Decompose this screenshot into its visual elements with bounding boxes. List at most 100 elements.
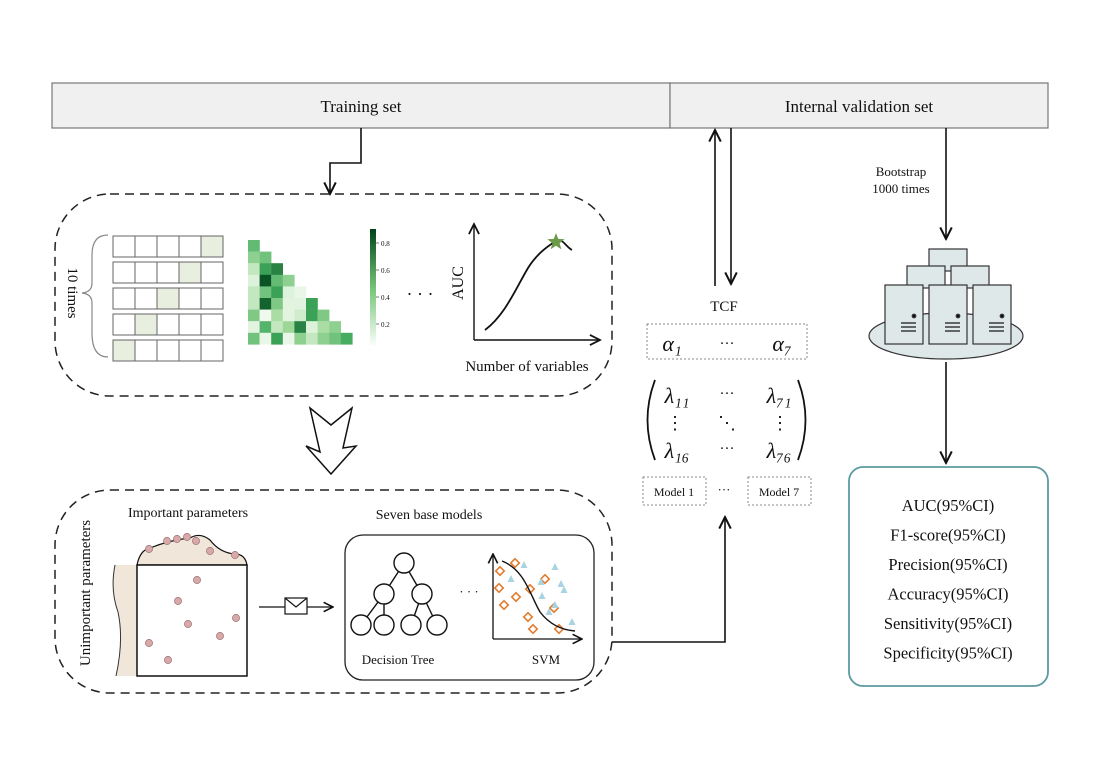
svm-plot [493,554,582,639]
server-cluster-icon [868,248,1024,360]
validation-set-box [669,82,1049,129]
heatmap-cell [271,298,283,310]
model-training-panel [54,489,613,694]
heatmap-cell [248,274,260,287]
svm-decision-boundary [501,560,576,632]
metric-item: Sensitivity(95%CI) [884,614,1012,633]
metric-item: Specificity(95%CI) [883,644,1012,663]
heatmap-cell [282,274,295,287]
cv-fold-cell [134,261,158,284]
cv-fold-cell [200,287,224,310]
heatmap-cell [294,309,307,322]
parameter-point [193,576,201,584]
matrix-vdots-right: ⋮ [771,413,789,433]
cv-fold-cell [112,287,136,310]
heatmap-cell [282,321,295,333]
heatmap-cell [248,263,260,275]
svm-point-class-b [557,580,565,587]
matrix-top-ellipsis: ··· [720,386,735,402]
arrow-training-to-selection [330,128,362,194]
alpha-ellipsis: ··· [720,336,735,352]
heatmap-cell [317,332,330,345]
lambda-76: λ₇₆ [766,438,792,463]
unimportant-parameters-label: Unimportant parameters [78,520,94,666]
metrics-list: AUC(95%CI)F1-score(95%CI)Precision(95%CI… [883,496,1012,663]
heatmap-cell [259,286,272,299]
lambda-16: λ₁₆ [664,438,690,463]
svm-point-class-a [493,582,505,594]
cv-fold-cell [200,261,224,284]
heatmap-cell [259,251,272,264]
heatmap-cell [271,286,283,299]
server-icon [928,284,968,345]
correlation-heatmap [248,240,353,345]
heatmap-cell [282,332,295,345]
cv-fold-cell [178,261,202,284]
heatmap-cell [271,263,283,275]
parameter-point [174,597,182,605]
heatmap-cell [259,274,272,287]
parameter-point [164,656,172,664]
parameter-box [136,564,248,677]
lambda-11: λ₁₁ [664,383,690,408]
heatmap-colorbar [370,229,376,347]
heatmap-cell [271,309,283,322]
svm-point-class-a [494,565,506,577]
heatmap-cell [294,286,307,299]
heatmap-cell [259,298,272,310]
parameter-point [145,545,153,553]
heatmap-cell [317,321,330,333]
cv-fold-cell [134,287,158,310]
heatmap-cell [306,298,318,310]
parameter-point [231,551,239,559]
parameter-point [184,620,192,628]
matrix-ddots: ⋱ [718,413,736,433]
cv-fold-cell [178,313,202,336]
svm-point-class-b [551,601,559,608]
cv-fold-cell [112,313,136,336]
heatmap-cell [248,321,260,333]
decision-tree-label: Decision Tree [362,652,435,667]
lambda-matrix: λ₁₁ ··· λ₇₁ ⋮ ⋱ ⋮ λ₁₆ ··· λ₇₆ [646,379,807,463]
alpha-weights-box [646,323,808,360]
heatmap-cell [248,298,260,310]
important-region [136,534,248,566]
parameter-point [173,535,181,543]
parameter-point [163,537,171,545]
parameter-point [216,632,224,640]
matrix-right-paren [797,379,807,461]
matrix-bottom-ellipsis: ··· [720,441,735,457]
heatmap-cell [248,240,260,252]
server-icon [972,284,1012,345]
bootstrap-label-line2: 1000 times [872,181,929,196]
model-1-label: Model 1 [654,485,694,499]
heatmap-cell [259,263,272,275]
colorbar-ticks: 0.80.60.40.2 [376,240,390,329]
server-icon [884,284,924,345]
svm-label: SVM [532,652,561,667]
matrix-left-paren [646,379,656,461]
cv-fold-cell [134,313,158,336]
arrow-models-to-tcf [612,517,725,643]
auc-curve [484,239,573,331]
parameter-point [206,547,214,555]
alpha-last: α₇ [772,331,791,356]
svm-point-class-b [560,586,568,593]
svm-point-class-a [498,599,510,611]
repeat-label: 10 times [64,267,80,318]
envelope-flap [284,597,308,608]
ellipsis: · · · [407,284,434,304]
dataset-header: Training set Internal validation set [51,82,1049,129]
validation-set-label: Internal validation set [785,97,934,116]
metrics-box [848,466,1049,687]
unimportant-edge [112,564,122,677]
feature-selection-panel [54,193,613,397]
svm-point-class-b [520,561,528,568]
colorbar-tick-label: 0.4 [381,294,390,302]
base-models-title: Seven base models [376,508,483,523]
matrix-vdots-left: ⋮ [666,413,684,433]
training-set-label: Training set [320,97,401,116]
cv-fold-cell [156,261,180,284]
heatmap-cell [248,251,260,264]
